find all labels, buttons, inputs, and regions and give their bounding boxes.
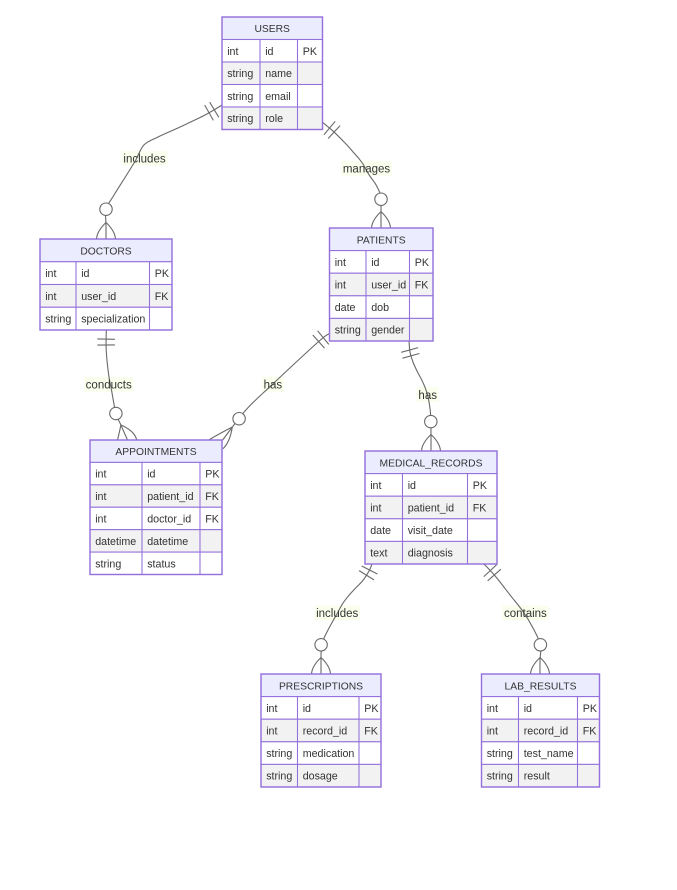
svg-text:FK: FK (205, 491, 220, 503)
svg-text:int: int (335, 257, 346, 269)
svg-text:string: string (335, 325, 361, 337)
svg-text:int: int (227, 46, 238, 58)
svg-text:string: string (266, 771, 292, 783)
svg-text:specialization: specialization (81, 314, 145, 326)
svg-text:int: int (487, 726, 498, 738)
svg-text:id: id (147, 469, 155, 481)
svg-text:string: string (487, 771, 513, 783)
svg-text:dosage: dosage (303, 771, 338, 783)
svg-text:doctor_id: doctor_id (147, 514, 191, 526)
svg-text:name: name (265, 68, 292, 80)
svg-text:string: string (227, 113, 253, 125)
svg-text:string: string (227, 68, 253, 80)
svg-text:visit_date: visit_date (408, 525, 453, 537)
svg-text:id: id (303, 703, 311, 715)
svg-text:int: int (95, 491, 106, 503)
svg-text:id: id (81, 268, 89, 280)
svg-text:int: int (45, 268, 56, 280)
svg-text:date: date (335, 302, 356, 314)
svg-text:PK: PK (473, 480, 488, 492)
svg-text:has: has (418, 390, 437, 402)
svg-text:status: status (147, 558, 176, 570)
svg-text:FK: FK (583, 726, 598, 738)
svg-text:FK: FK (155, 291, 170, 303)
svg-text:LAB_RESULTS: LAB_RESULTS (505, 681, 577, 692)
svg-text:PK: PK (583, 703, 598, 715)
svg-text:MEDICAL_RECORDS: MEDICAL_RECORDS (380, 458, 483, 469)
svg-text:int: int (370, 480, 381, 492)
svg-text:PATIENTS: PATIENTS (357, 235, 406, 246)
svg-text:text: text (370, 548, 387, 560)
svg-text:PK: PK (155, 268, 170, 280)
svg-text:id: id (408, 480, 416, 492)
svg-text:conducts: conducts (86, 380, 132, 392)
svg-text:int: int (487, 703, 498, 715)
svg-text:manages: manages (343, 164, 391, 176)
svg-text:PRESCRIPTIONS: PRESCRIPTIONS (279, 681, 363, 692)
svg-text:int: int (370, 503, 381, 515)
svg-text:patient_id: patient_id (147, 491, 193, 503)
svg-text:record_id: record_id (524, 726, 569, 738)
svg-text:FK: FK (415, 280, 430, 292)
svg-text:date: date (370, 525, 391, 537)
svg-text:id: id (371, 257, 379, 269)
svg-text:USERS: USERS (254, 24, 290, 35)
svg-text:FK: FK (473, 503, 488, 515)
svg-text:int: int (95, 514, 106, 526)
svg-text:int: int (95, 469, 106, 481)
svg-text:id: id (524, 703, 532, 715)
svg-text:datetime: datetime (147, 536, 188, 548)
svg-text:dob: dob (371, 302, 389, 314)
svg-text:contains: contains (504, 608, 547, 620)
svg-text:int: int (266, 703, 277, 715)
svg-text:string: string (45, 314, 71, 326)
svg-text:FK: FK (205, 514, 220, 526)
svg-text:PK: PK (303, 46, 318, 58)
svg-text:includes: includes (316, 608, 358, 620)
svg-text:APPOINTMENTS: APPOINTMENTS (115, 447, 196, 458)
svg-text:user_id: user_id (371, 280, 406, 292)
svg-text:PK: PK (415, 257, 430, 269)
svg-text:includes: includes (123, 154, 165, 166)
svg-text:user_id: user_id (81, 291, 116, 303)
svg-text:string: string (95, 558, 121, 570)
svg-text:string: string (487, 748, 513, 760)
svg-text:string: string (227, 91, 253, 103)
svg-text:email: email (265, 91, 291, 103)
svg-text:DOCTORS: DOCTORS (80, 246, 131, 257)
svg-text:diagnosis: diagnosis (408, 548, 453, 560)
svg-text:patient_id: patient_id (408, 503, 454, 515)
svg-text:medication: medication (303, 748, 355, 760)
svg-text:string: string (266, 748, 292, 760)
svg-text:gender: gender (371, 325, 405, 337)
svg-text:int: int (45, 291, 56, 303)
svg-text:has: has (264, 380, 283, 392)
svg-text:int: int (335, 280, 346, 292)
svg-text:id: id (265, 46, 273, 58)
svg-text:record_id: record_id (303, 726, 348, 738)
svg-text:PK: PK (364, 703, 379, 715)
svg-text:PK: PK (205, 469, 220, 481)
svg-text:result: result (524, 771, 550, 783)
svg-text:FK: FK (364, 726, 379, 738)
svg-text:datetime: datetime (95, 536, 136, 548)
svg-text:role: role (265, 113, 283, 125)
svg-text:test_name: test_name (524, 748, 574, 760)
svg-text:int: int (266, 726, 277, 738)
